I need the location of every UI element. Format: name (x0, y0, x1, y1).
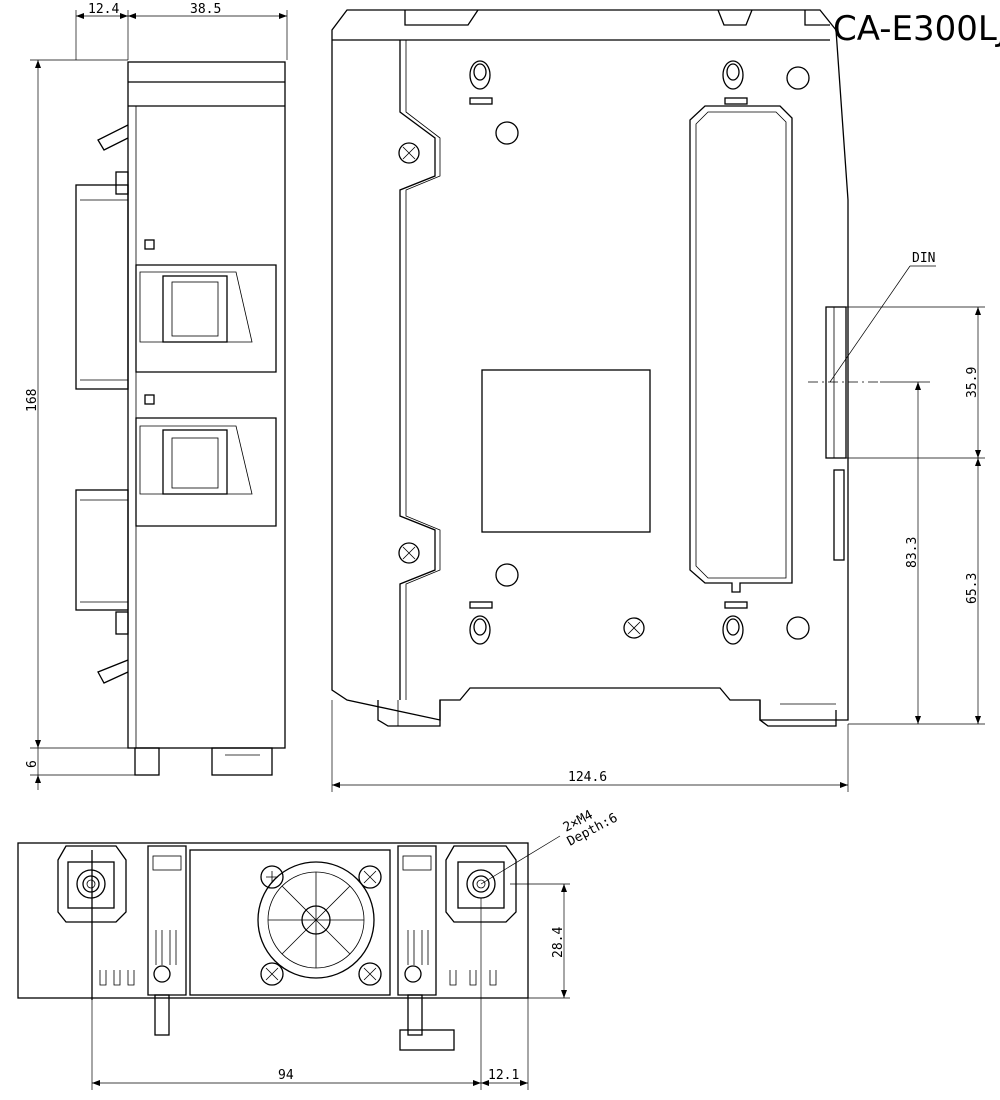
screw-icon (358, 865, 382, 889)
dim-hole-pitch: 94 (278, 1068, 294, 1083)
dim-width: 124.6 (568, 770, 607, 785)
screw-icon (358, 962, 382, 986)
bottom-view: 28.4 2×M4 Depth:6 94 12.1 (17, 808, 620, 1090)
dim-hole-offset: 28.4 (551, 927, 566, 958)
din-label: DIN (912, 251, 935, 266)
dim-din-center: 83.3 (905, 537, 920, 568)
dim-feet: 6 (25, 760, 40, 768)
side-view: 12.4 38.5 168 6 (25, 2, 288, 790)
model-title: CA-E300LJ (833, 9, 1000, 49)
dim-height: 168 (25, 389, 40, 412)
screw-icon (398, 142, 420, 164)
front-view: DIN 35.9 83.3 65.3 124.6 (331, 9, 985, 792)
dim-depth-main: 38.5 (190, 2, 221, 17)
dim-depth-front: 12.4 (88, 2, 119, 17)
screw-icon (260, 962, 284, 986)
dim-din-top: 35.9 (965, 367, 980, 398)
dim-din-bottom: 65.3 (965, 573, 980, 604)
dim-hole-edge: 12.1 (488, 1068, 519, 1083)
screw-icon (623, 617, 645, 639)
screw-icon (398, 542, 420, 564)
screw-icon (260, 865, 284, 889)
